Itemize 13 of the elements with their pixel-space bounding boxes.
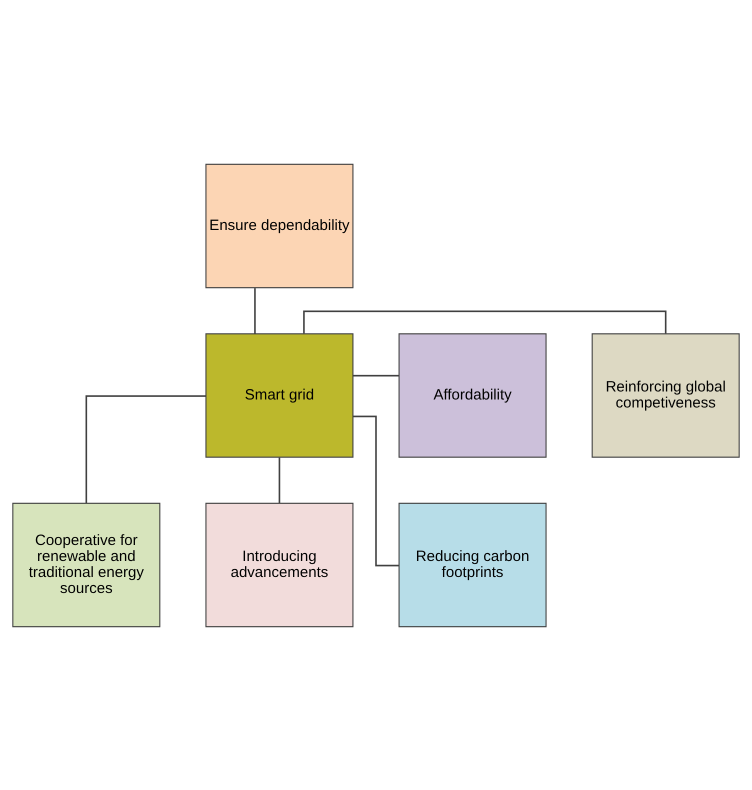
node-box: Reducing carbon footprints: [398, 502, 547, 627]
node-box: Affordability: [398, 332, 547, 458]
node-box: Introducing advancements: [205, 502, 354, 627]
connector: [303, 310, 666, 333]
node-box: Smart grid: [205, 332, 354, 458]
connector: [278, 457, 280, 503]
connector: [353, 374, 399, 376]
node-box: Cooperative for renewable and traditional energy sources: [12, 502, 160, 627]
node-box: Ensure dependability: [205, 163, 354, 288]
connector: [86, 394, 206, 503]
node-box: Reinforcing global competiveness: [592, 332, 740, 458]
connector: [254, 288, 256, 334]
connector: [353, 415, 399, 566]
